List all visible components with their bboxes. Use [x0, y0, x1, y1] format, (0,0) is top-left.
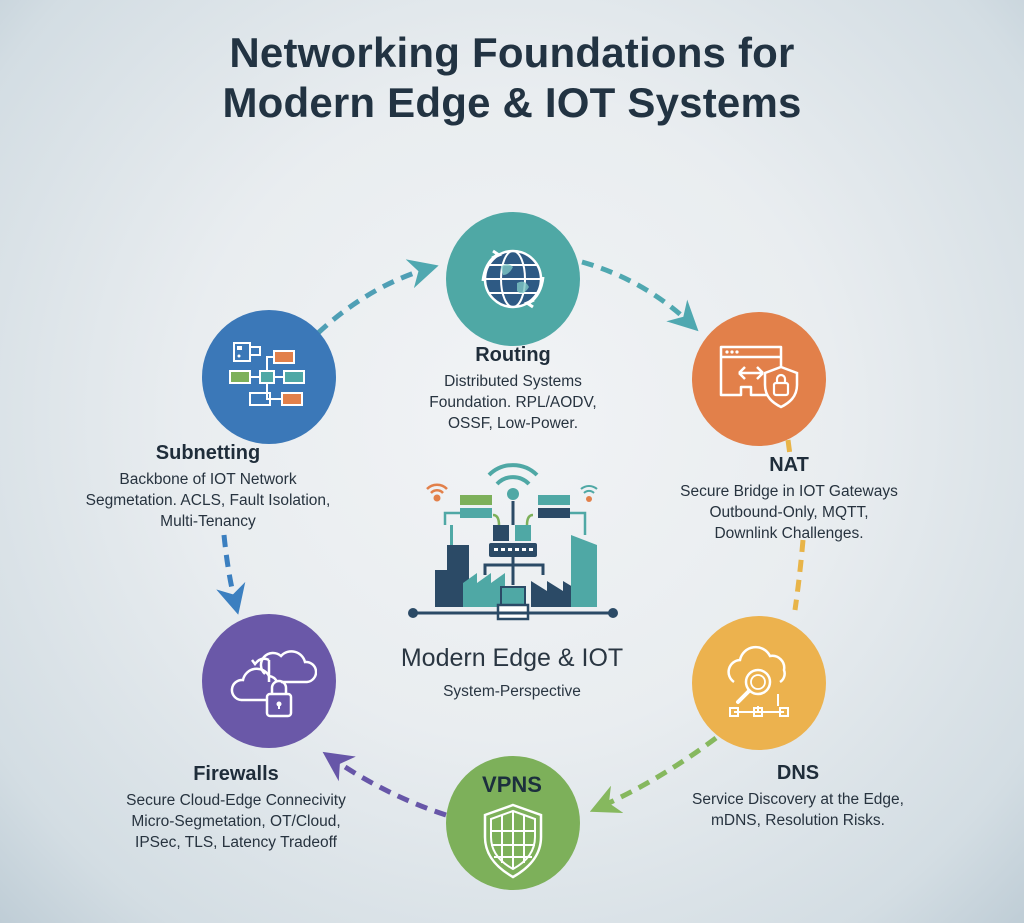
subnetting-node[interactable]	[202, 310, 336, 444]
subnetting-label: Subnetting Backbone of IOT Network Segme…	[86, 442, 331, 532]
shield-grid-icon	[483, 803, 543, 879]
nat-desc-line-1: Secure Bridge in IOT Gateways	[680, 483, 898, 500]
firewalls-label: Firewalls Secure Cloud-Edge Connecivity …	[126, 763, 346, 853]
arrow-subnetting-to-routing	[316, 259, 439, 335]
page-title-line-2: Modern Edge & IOT Systems	[222, 79, 802, 126]
network-topology-icon	[229, 342, 305, 406]
firewalls-desc-line-3: IPSec, TLS, Latency Tradeoff	[135, 834, 337, 851]
dns-node[interactable]	[692, 616, 826, 750]
routing-node[interactable]	[446, 212, 580, 346]
arrow-subnetting-to-firewalls	[216, 534, 246, 615]
cloud-lock-icon	[230, 650, 317, 718]
firewalls-desc-line-2: Micro-Segmetation, OT/Cloud,	[131, 813, 341, 830]
arrow-vpns-to-firewalls	[322, 751, 447, 818]
firewalls-node[interactable]	[202, 614, 336, 748]
smart-city-iot-icon	[408, 463, 618, 621]
nat-node[interactable]	[692, 312, 826, 446]
gateway-shield-lock-icon	[719, 345, 799, 409]
dns-desc-line-2: mDNS, Resolution Risks.	[711, 812, 885, 829]
dns-desc-line-1: Service Discovery at the Edge,	[692, 791, 904, 808]
routing-title: Routing	[475, 344, 551, 366]
subnetting-desc-line-2: Segmetation. ACLS, Fault Isolation,	[85, 492, 331, 509]
nat-label: NAT Secure Bridge in IOT Gateways Outbou…	[680, 454, 898, 544]
page-title: Networking Foundations for Modern Edge &…	[0, 28, 1024, 128]
nat-desc-line-3: Downlink Challenges.	[714, 525, 864, 542]
wifi-icon-left	[426, 483, 448, 502]
vpns-node[interactable]	[446, 756, 580, 890]
cloud-search-icon	[727, 645, 789, 717]
center-title: Modern Edge & IOT	[400, 644, 624, 672]
dns-label: DNS Service Discovery at the Edge, mDNS,…	[692, 762, 904, 831]
routing-desc-line-2: Foundation. RPL/AODV,	[429, 394, 597, 411]
arrow-nat-to-dns	[785, 439, 806, 611]
subnetting-title: Subnetting	[155, 442, 261, 464]
subnetting-desc-line-3: Multi-Tenancy	[160, 513, 256, 530]
center-illustration	[405, 455, 620, 630]
routing-label: Routing Distributed Systems Foundation. …	[429, 344, 596, 434]
arrow-routing-to-nat	[581, 259, 699, 332]
wifi-icon-right	[580, 485, 598, 502]
routing-desc-line-1: Distributed Systems	[444, 373, 582, 390]
vpns-title: VPNS	[482, 772, 542, 797]
subnetting-desc-line-1: Backbone of IOT Network	[119, 471, 297, 488]
routing-desc-line-3: OSSF, Low-Power.	[447, 415, 579, 432]
nat-desc-line-2: Outbound-Only, MQTT,	[709, 504, 869, 521]
nat-title: NAT	[769, 454, 809, 476]
page-title-line-1: Networking Foundations for	[229, 29, 795, 76]
center-subtitle: System-Perspective	[443, 683, 581, 700]
wifi-icon-center	[487, 463, 539, 525]
firewalls-desc-line-1: Secure Cloud-Edge Connecivity	[126, 792, 346, 809]
globe-routing-icon	[481, 249, 545, 309]
dns-title: DNS	[776, 762, 820, 784]
arrow-dns-to-vpns	[589, 735, 718, 814]
firewalls-title: Firewalls	[193, 763, 279, 785]
